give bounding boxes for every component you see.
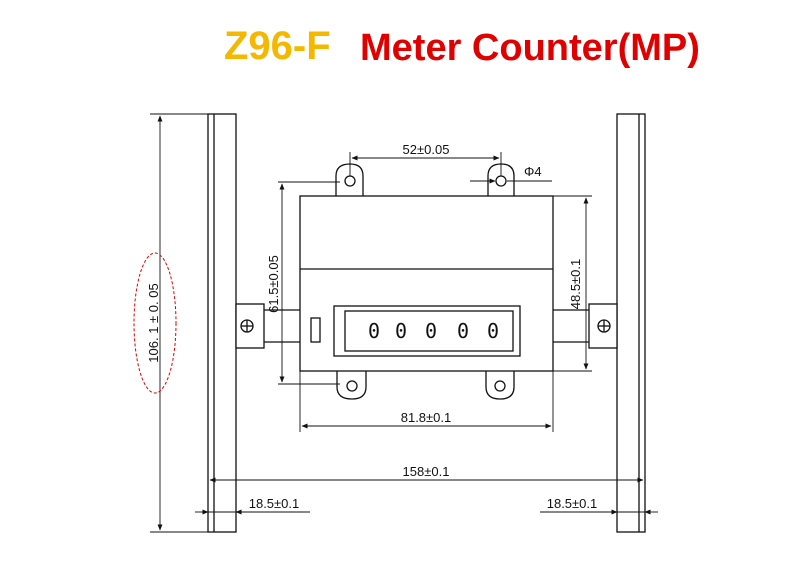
display-digit-4: 0 — [457, 319, 469, 343]
label-hole-spacing: 52±0.05 — [403, 142, 450, 157]
label-left-margin: 18.5±0.1 — [249, 496, 300, 511]
highlight-ellipse — [133, 252, 177, 394]
bottom-left-hole — [346, 380, 358, 392]
label-body-width: 81.8±0.1 — [401, 410, 452, 425]
label-front-height: 48.5±0.1 — [568, 259, 583, 310]
left-mounting-rail — [207, 113, 237, 533]
bottom-right-ear — [485, 371, 515, 400]
label-right-margin: 18.5±0.1 — [547, 496, 598, 511]
top-left-ear — [335, 163, 364, 196]
model-title: Z96-F — [224, 24, 331, 68]
bottom-left-ear — [336, 371, 367, 400]
display-digit-5: 0 — [487, 319, 499, 343]
title-row: Z96-F Meter Counter(MP) — [0, 18, 790, 74]
label-overall-height: 106. 1 ± 0. 05 — [146, 283, 161, 362]
right-mounting-rail — [616, 113, 646, 533]
display-window-inner — [344, 310, 514, 352]
display-window-outer — [333, 305, 521, 357]
product-name-title: Meter Counter(MP) — [360, 27, 700, 69]
display-digit-1: 0 — [368, 319, 380, 343]
label-total-width: 158±0.1 — [403, 464, 450, 479]
display-digit-3: 0 — [425, 319, 437, 343]
label-hole-diameter: Φ4 — [524, 164, 542, 179]
label-body-height: 61.5±0.05 — [266, 255, 281, 313]
bottom-right-hole — [494, 380, 506, 392]
counter-body — [299, 195, 554, 372]
reset-button — [310, 317, 321, 343]
display-digit-2: 0 — [395, 319, 407, 343]
